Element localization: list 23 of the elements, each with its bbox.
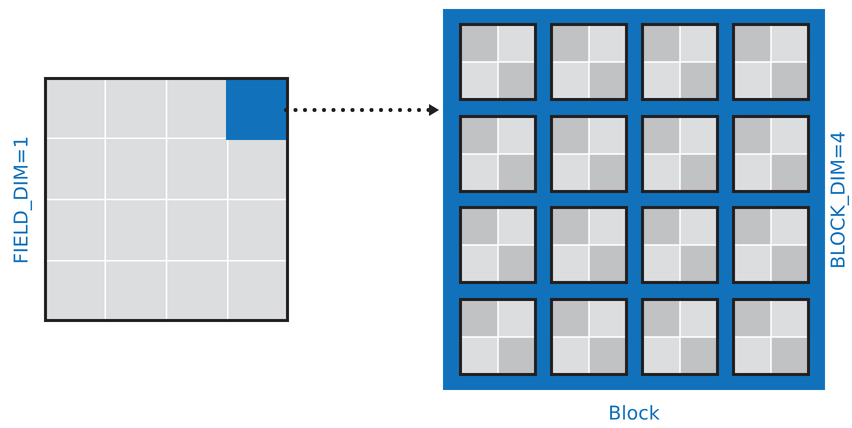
thread-square: [550, 206, 628, 284]
thread-square: [732, 206, 810, 284]
thread-square: [732, 114, 810, 192]
thread-square: [459, 114, 537, 192]
thread-square: [641, 23, 719, 101]
dimension-label: BLOCK_DIM=4: [830, 130, 848, 268]
thread-square: [550, 114, 628, 192]
thread-square: [732, 298, 810, 376]
grid-drawing: [44, 77, 289, 322]
thread-square: [641, 298, 719, 376]
thread-square: [459, 206, 537, 284]
thread-square: [641, 114, 719, 192]
thread-square: [550, 23, 628, 101]
thread-square: [732, 23, 810, 101]
thread-square: [459, 298, 537, 376]
dimension-label: FIELD_DIM=1: [12, 136, 32, 264]
thread-square: [459, 23, 537, 101]
caption-label: Block: [608, 404, 660, 424]
highlighted-cell: [226, 80, 286, 140]
thread-square: [641, 206, 719, 284]
dotted-arrow: [284, 104, 440, 116]
block-panel: [443, 9, 825, 390]
thread-square: [550, 298, 628, 376]
